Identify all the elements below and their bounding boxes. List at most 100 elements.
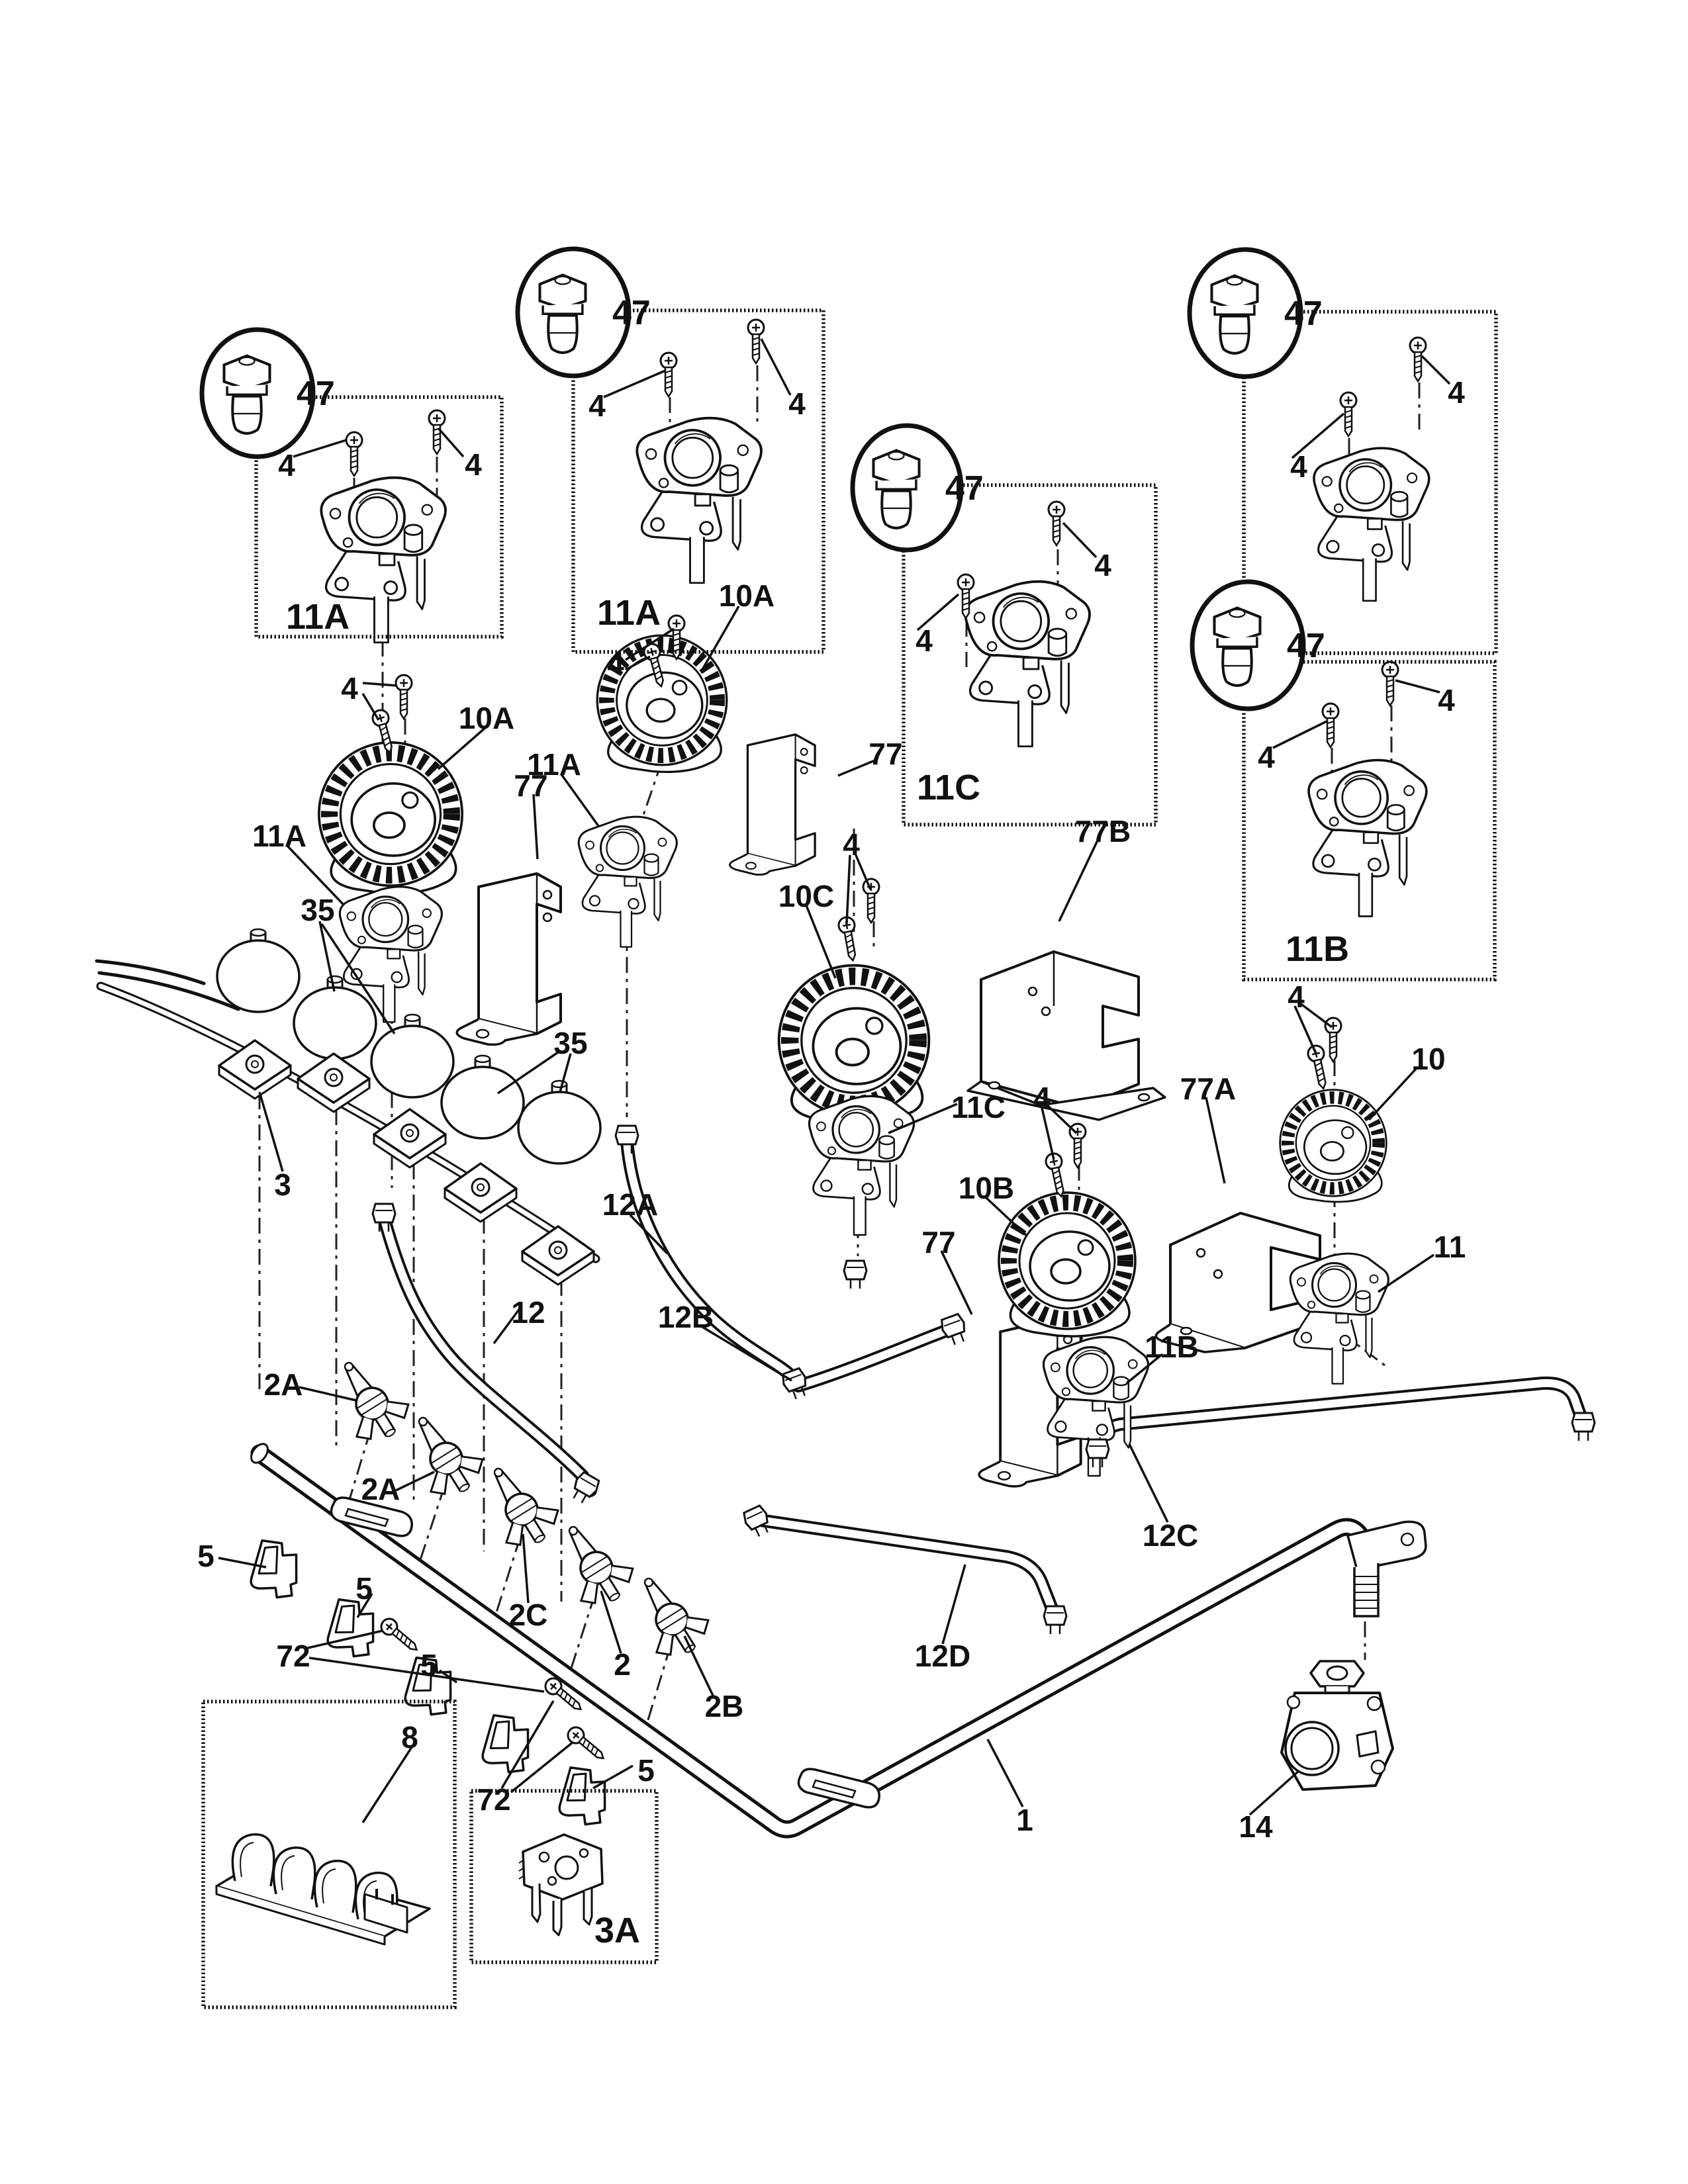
burner-head-10b bbox=[999, 1193, 1135, 1336]
leader-line bbox=[916, 593, 960, 631]
detail-circle-label-47: 47 bbox=[612, 294, 651, 332]
callout-12D: 12D bbox=[915, 1639, 970, 1673]
callout-11: 11 bbox=[1434, 1230, 1466, 1264]
detail-circle-label-47: 47 bbox=[1287, 627, 1325, 665]
leader-line bbox=[356, 1593, 373, 1618]
leader-line bbox=[500, 1700, 555, 1789]
inset-box-label-11C: 11C bbox=[917, 768, 980, 807]
leader-line bbox=[837, 758, 877, 777]
leader-line bbox=[600, 1590, 622, 1654]
leader-line bbox=[592, 1764, 633, 1790]
leader-line bbox=[286, 844, 344, 905]
inset-box-label-3A: 3A bbox=[594, 1911, 640, 1950]
inset-box-11C bbox=[902, 483, 1158, 827]
leader-line bbox=[362, 682, 398, 687]
inset-box-label-11A: 11A bbox=[597, 593, 661, 633]
callout-77: 77 bbox=[514, 768, 547, 803]
leader-line bbox=[1272, 720, 1327, 749]
callout-4: 4 bbox=[278, 448, 295, 482]
callout-4: 4 bbox=[1448, 375, 1465, 410]
callout-2B: 2B bbox=[705, 1689, 744, 1723]
leader-line bbox=[985, 1197, 1029, 1238]
callout-5: 5 bbox=[355, 1571, 373, 1606]
callout-2A: 2A bbox=[264, 1367, 303, 1402]
callout-77B: 77B bbox=[1075, 814, 1131, 848]
inset-box-3A bbox=[469, 1789, 659, 1964]
leader-line bbox=[307, 1629, 383, 1649]
callout-5: 5 bbox=[420, 1648, 438, 1682]
leader-line bbox=[320, 923, 396, 1034]
generated-annotations: 11A11A11C1111B3A474747474744444444444444… bbox=[197, 246, 1498, 2009]
regulator-assembly bbox=[1280, 1520, 1427, 1791]
callout-5: 5 bbox=[197, 1539, 214, 1573]
callout-10C: 10C bbox=[778, 879, 834, 913]
callout-72: 72 bbox=[477, 1782, 510, 1817]
leader-line bbox=[299, 1386, 357, 1402]
detail-circle-label-47: 47 bbox=[297, 375, 335, 413]
callout-4: 4 bbox=[465, 447, 482, 482]
leader-line bbox=[603, 369, 666, 398]
burner-head-10 bbox=[1280, 1090, 1387, 1202]
callout-2A: 2A bbox=[361, 1472, 400, 1506]
callout-11A: 11A bbox=[527, 747, 581, 782]
leader-line bbox=[698, 1324, 792, 1382]
callout-4: 4 bbox=[1288, 979, 1305, 1014]
callout-11B: 11B bbox=[1145, 1330, 1199, 1364]
callout-12B: 12B bbox=[658, 1300, 714, 1334]
leader-line bbox=[1293, 1005, 1317, 1054]
callout-2C: 2C bbox=[509, 1598, 548, 1632]
callout-4: 4 bbox=[1033, 1081, 1051, 1115]
leader-line bbox=[560, 773, 600, 827]
leader-line bbox=[258, 1091, 284, 1172]
callout-2: 2 bbox=[614, 1647, 631, 1682]
callout-4: 4 bbox=[1258, 740, 1275, 774]
leader-line bbox=[940, 1250, 973, 1315]
leader-line bbox=[702, 606, 740, 669]
inset-box-11A bbox=[254, 395, 504, 639]
leader-line bbox=[497, 1050, 561, 1095]
inset-box-box-igniter bbox=[201, 1700, 457, 2009]
callout-11C: 11C bbox=[951, 1090, 1006, 1124]
inset-box-11A bbox=[571, 308, 825, 654]
leader-line bbox=[308, 1657, 545, 1693]
leader-line bbox=[1128, 1443, 1169, 1523]
leader-line bbox=[625, 627, 675, 661]
leader-line bbox=[559, 1053, 572, 1093]
leader-line bbox=[1125, 1353, 1164, 1385]
callout-4: 4 bbox=[843, 827, 860, 862]
callout-12: 12 bbox=[511, 1295, 545, 1330]
inset-box-label-11A: 11A bbox=[286, 597, 350, 637]
leader-line bbox=[845, 854, 851, 925]
callout-10: 10 bbox=[1411, 1042, 1445, 1076]
callout-4: 4 bbox=[788, 387, 806, 421]
inset-box-label-11B: 11B bbox=[1286, 929, 1349, 969]
leader-line bbox=[1062, 522, 1098, 559]
callout-5: 5 bbox=[637, 1753, 655, 1788]
inset-box-11B bbox=[1242, 660, 1497, 981]
tube-1-open-end bbox=[250, 1443, 269, 1464]
leader-line bbox=[854, 853, 872, 890]
callout-4: 4 bbox=[1290, 449, 1307, 484]
detail-circle-label-47: 47 bbox=[945, 469, 984, 508]
rail-tabs bbox=[330, 1496, 880, 1809]
callout-4: 4 bbox=[1438, 683, 1455, 717]
leader-line bbox=[293, 439, 347, 458]
callout-10A: 10A bbox=[719, 578, 774, 613]
callout-12C: 12C bbox=[1143, 1518, 1198, 1553]
callout-14: 14 bbox=[1239, 1809, 1273, 1844]
leader-line bbox=[941, 1564, 966, 1645]
callout-77: 77 bbox=[868, 737, 902, 771]
leader-line bbox=[218, 1557, 267, 1569]
leader-line bbox=[492, 1306, 522, 1345]
callout-11A: 11A bbox=[252, 819, 306, 853]
callout-77: 77 bbox=[921, 1225, 955, 1259]
callout-35: 35 bbox=[553, 1026, 587, 1060]
callout-4: 4 bbox=[588, 388, 606, 423]
leader-line bbox=[439, 1669, 457, 1684]
inset-box-11 bbox=[1242, 310, 1498, 655]
leader-line bbox=[1291, 412, 1345, 459]
callout-35: 35 bbox=[301, 893, 334, 927]
tube-3-leads bbox=[95, 959, 240, 1011]
